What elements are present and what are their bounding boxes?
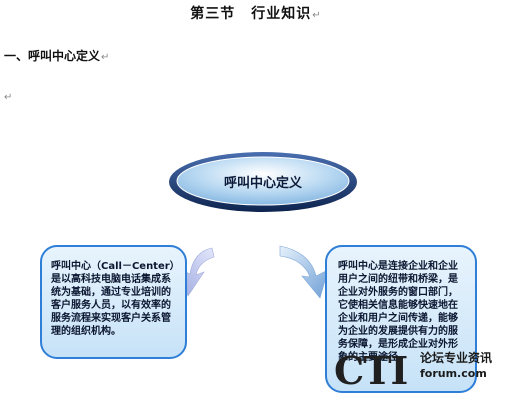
right-definition-box: [325, 245, 477, 393]
diagram-graphics: [40, 152, 477, 393]
watermark-logo: CTI: [334, 348, 408, 393]
paragraph-mark-icon: ↵: [312, 10, 322, 21]
page-title: 第三节行业知识↵: [0, 3, 512, 23]
watermark-url: forum.com: [420, 367, 487, 380]
watermark: CTI 论坛专业资讯 forum.com: [332, 345, 512, 395]
left-box-text: 呼叫中心（Call－Center）是以高科技电脑电话集成系统为基础，通过专业培训…: [51, 261, 175, 337]
section-heading: 一、呼叫中心定义↵: [4, 47, 109, 64]
empty-paragraph-mark-icon: ↵: [4, 92, 13, 103]
center-label: 呼叫中心定义: [223, 175, 302, 191]
title-text: 行业知识: [251, 6, 312, 22]
right-arrow-shape: [279, 245, 329, 299]
watermark-tagline: 论坛专业资讯: [420, 351, 493, 365]
section-heading-text: 一、呼叫中心定义: [4, 49, 101, 63]
call-center-diagram: 呼叫中心定义 呼叫中心（Call－Center）是以高科技电脑电话集成系统为基础…: [0, 150, 512, 400]
paragraph-mark-icon: ↵: [101, 52, 110, 63]
left-definition-box: [40, 245, 187, 359]
title-section-number: 第三节: [190, 6, 236, 22]
center-ellipse: [176, 156, 350, 206]
right-box-text: 呼叫中心是连接企业和企业用户之间的纽带和桥梁，是企业对外服务的窗口部门，它使相关…: [338, 261, 458, 363]
